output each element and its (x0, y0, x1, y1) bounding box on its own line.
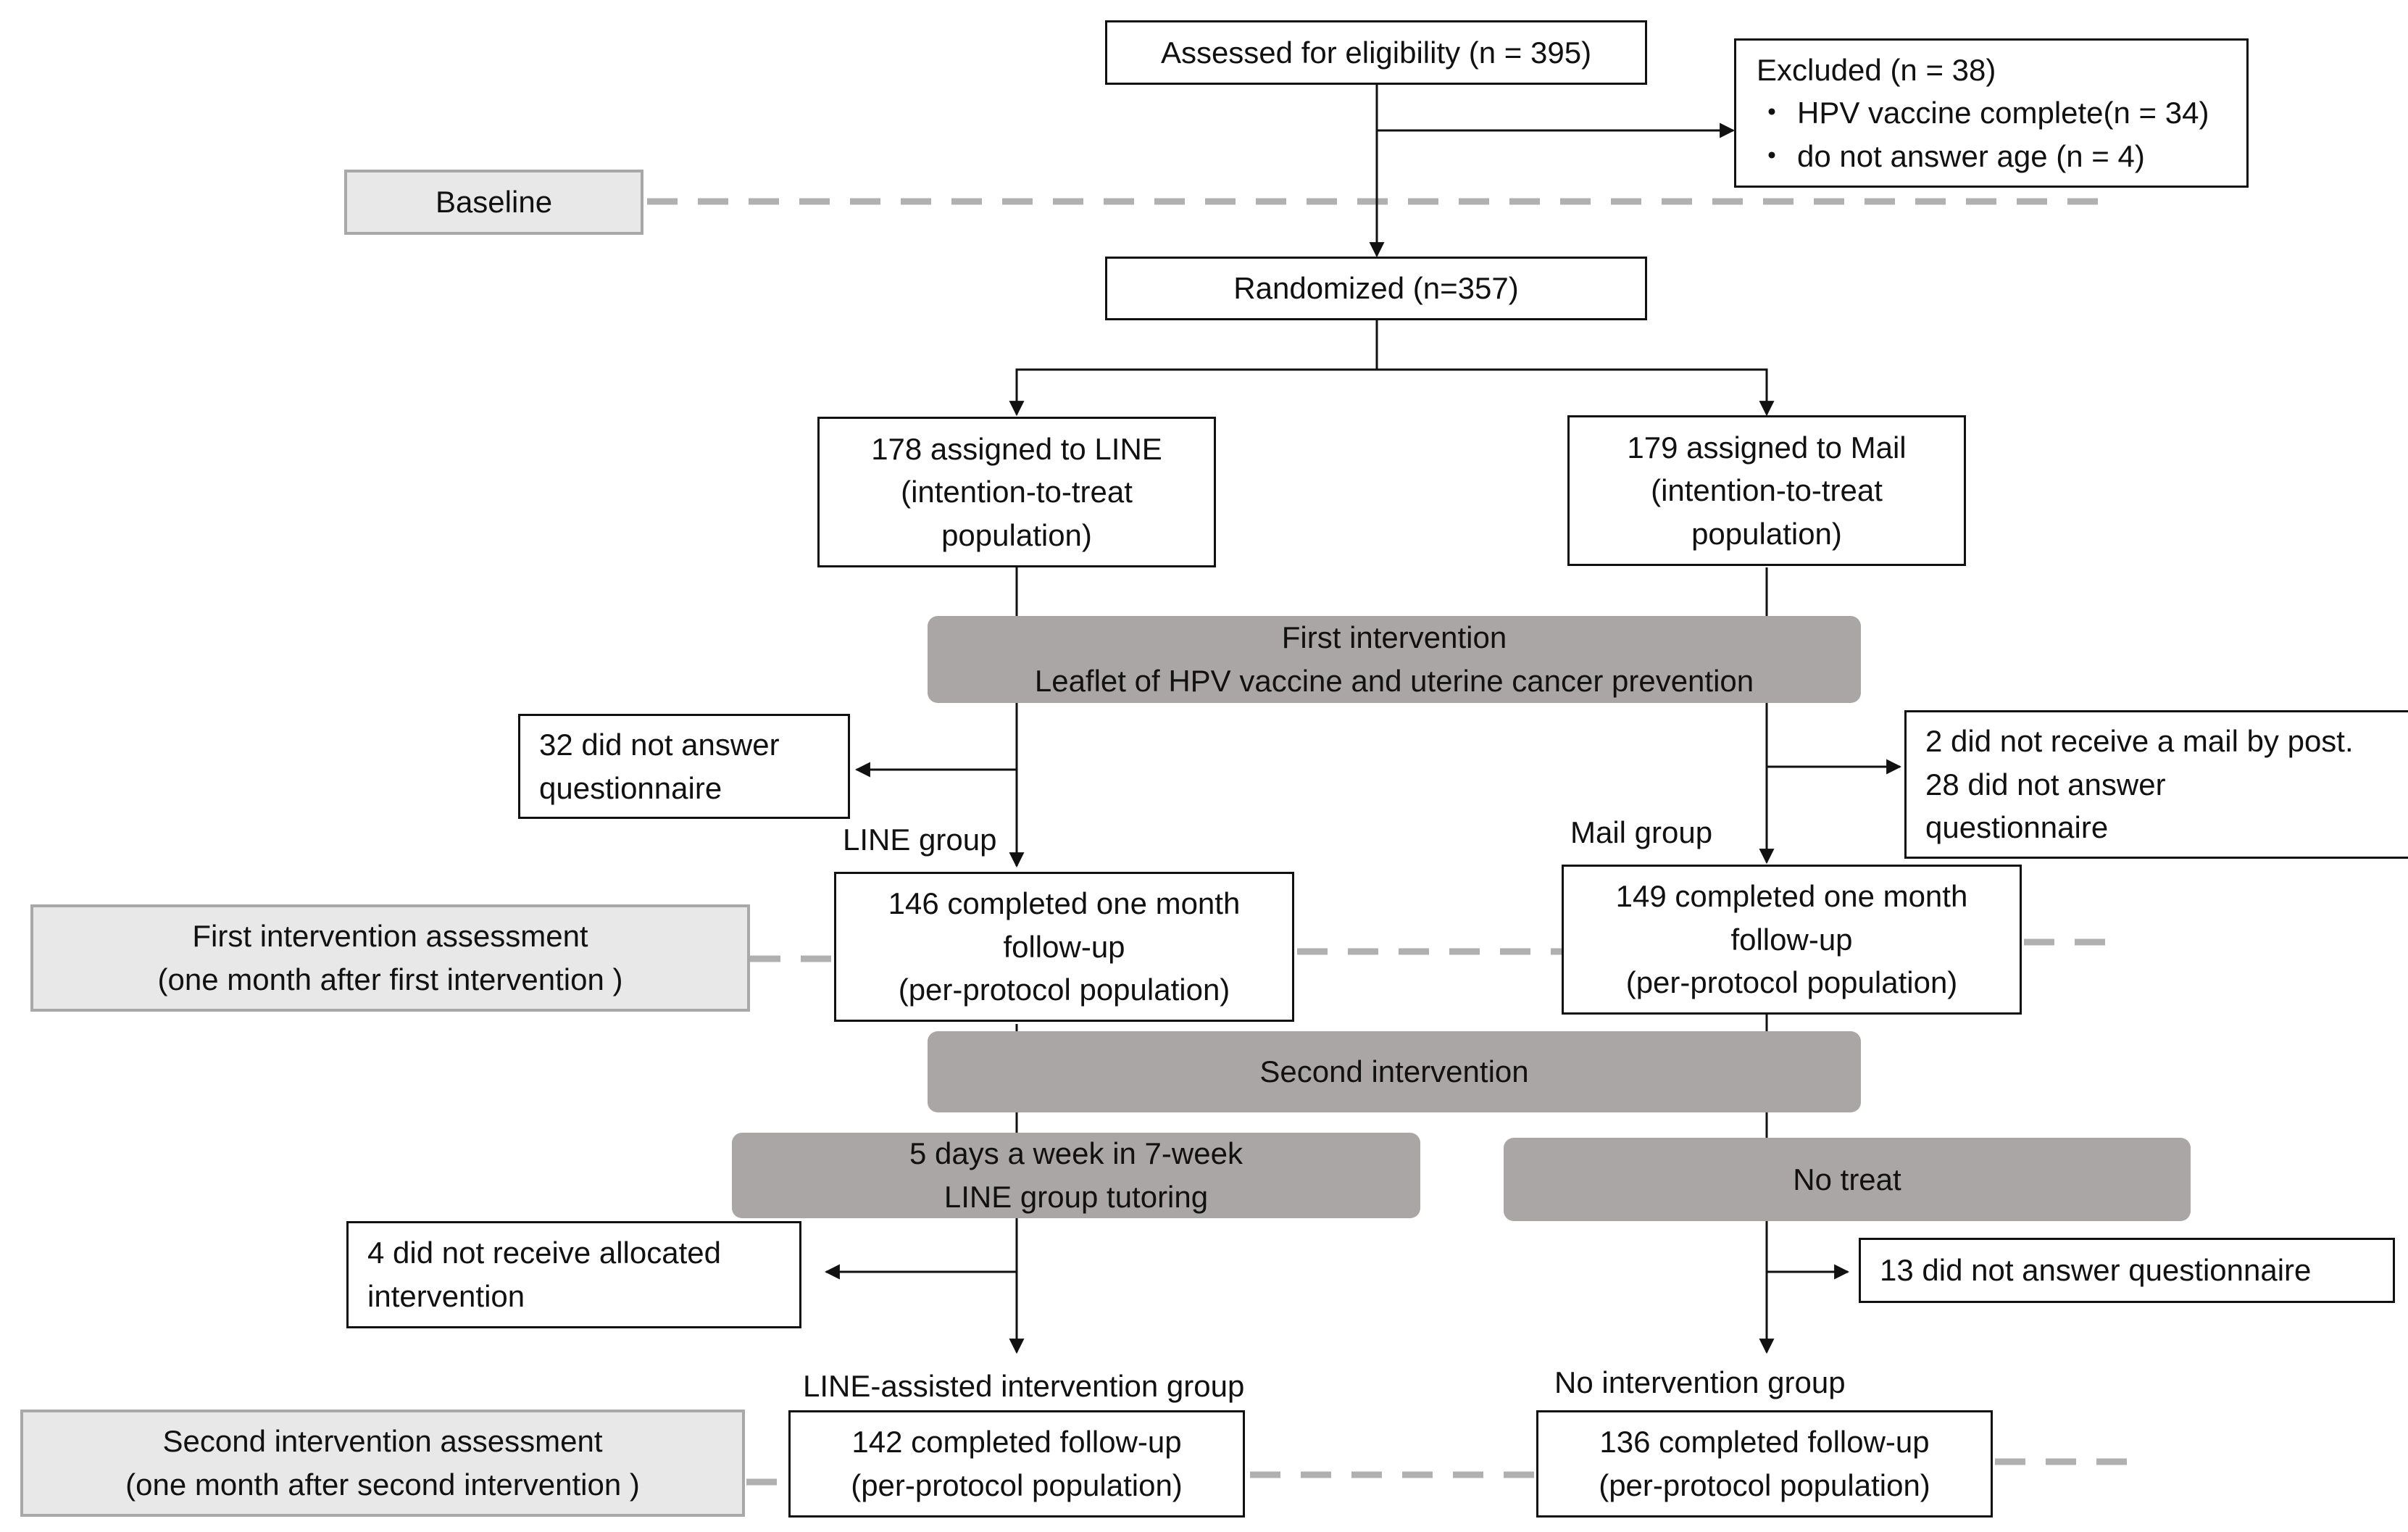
mail-assigned-box: 179 assigned to Mail (intention-to-treat… (1567, 415, 1966, 566)
excluded-item: ・ do not answer age (n = 4) (1757, 135, 2145, 178)
second-intervention-band: Second intervention (928, 1031, 1861, 1112)
line-dropout-2-line: 4 did not receive allocated (367, 1236, 721, 1270)
mail-completed-2-box: 136 completed follow-up (per-protocol po… (1536, 1410, 1993, 1518)
line-completed-2-line: (per-protocol population) (851, 1468, 1183, 1502)
no-treat-band: No treat (1504, 1138, 2191, 1221)
excluded-item-text: HPV vaccine complete(n = 34) (1797, 96, 2209, 130)
connector-randomized-split (1009, 320, 1378, 417)
phase-second-assessment-note: (one month after second intervention ) (125, 1468, 640, 1502)
randomized-label: Randomized (n=357) (1233, 271, 1519, 306)
excluded-item: ・ HPV vaccine complete(n = 34) (1757, 91, 2209, 135)
excluded-title: Excluded (n = 38) (1757, 52, 1996, 87)
mail-dropout-1-line: 28 did not answer (1925, 767, 2166, 802)
phase-baseline-label: Baseline (435, 185, 553, 220)
no-intervention-group-label: No intervention group (1554, 1365, 1846, 1399)
line-tutoring-band: 5 days a week in 7-week LINE group tutor… (732, 1133, 1420, 1218)
mail-dropout-2-label: 13 did not answer questionnaire (1880, 1253, 2312, 1288)
line-completed-1-line: (per-protocol population) (898, 973, 1230, 1007)
line-dropout-1-line: 32 did not answer (539, 727, 780, 762)
line-tutoring-line: 5 days a week in 7-week (909, 1136, 1243, 1171)
no-treat-label: No treat (1793, 1162, 1901, 1196)
phase-first-assessment: First intervention assessment (one month… (30, 904, 750, 1012)
mail-completed-1-box: 149 completed one month follow-up (per-p… (1562, 865, 2022, 1015)
first-intervention-band: First intervention Leaflet of HPV vaccin… (928, 616, 1861, 703)
line-dropout-2-box: 4 did not receive allocated intervention (346, 1221, 801, 1328)
line-assigned-line: 178 assigned to LINE (871, 431, 1162, 466)
line-assigned-line: (intention-to-treat (901, 475, 1133, 509)
first-intervention-title: First intervention (1281, 620, 1507, 655)
line-completed-1-line: follow-up (1003, 929, 1125, 964)
line-assisted-group-label: LINE-assisted intervention group (803, 1369, 1245, 1403)
mail-completed-1-line: follow-up (1730, 922, 1853, 957)
line-dropout-2-line: intervention (367, 1279, 525, 1313)
second-intervention-title: Second intervention (1259, 1054, 1529, 1089)
excluded-box: Excluded (n = 38) ・ HPV vaccine complete(… (1734, 38, 2249, 188)
phase-second-assessment: Second intervention assessment (one mont… (20, 1410, 745, 1517)
mail-dropout-2-box: 13 did not answer questionnaire (1859, 1238, 2395, 1303)
phase-second-assessment-title: Second intervention assessment (162, 1424, 603, 1459)
first-intervention-detail: Leaflet of HPV vaccine and uterine cance… (1034, 664, 1754, 698)
mail-completed-2-line: (per-protocol population) (1599, 1468, 1930, 1502)
mail-assigned-line: population) (1691, 516, 1842, 551)
mail-group-label: Mail group (1570, 815, 1713, 849)
line-completed-2-box: 142 completed follow-up (per-protocol po… (788, 1410, 1245, 1518)
line-assigned-line: population) (941, 517, 1092, 552)
mail-completed-1-line: 149 completed one month (1615, 879, 1968, 914)
randomized-box: Randomized (n=357) (1105, 257, 1647, 320)
mail-assigned-line: (intention-to-treat (1651, 473, 1883, 508)
line-tutoring-line: LINE group tutoring (943, 1180, 1209, 1214)
line-completed-2-line: 142 completed follow-up (851, 1425, 1182, 1460)
line-dropout-1-line: questionnaire (539, 770, 722, 805)
line-dropout-1-box: 32 did not answer questionnaire (518, 714, 850, 819)
phase-first-assessment-title: First intervention assessment (192, 919, 588, 954)
bullet-icon: ・ (1757, 96, 1788, 130)
mail-completed-1-line: (per-protocol population) (1625, 965, 1958, 1000)
phase-first-assessment-note: (one month after first intervention ) (157, 962, 623, 996)
assessed-label: Assessed for eligibility (n = 395) (1160, 35, 1592, 70)
line-assigned-box: 178 assigned to LINE (intention-to-treat… (817, 417, 1216, 567)
phase-baseline: Baseline (344, 170, 643, 235)
bullet-icon: ・ (1757, 138, 1788, 173)
assessed-box: Assessed for eligibility (n = 395) (1105, 20, 1647, 85)
mail-dropout-1-line: questionnaire (1925, 810, 2109, 845)
excluded-item-text: do not answer age (n = 4) (1797, 138, 2145, 173)
mail-completed-2-line: 136 completed follow-up (1599, 1425, 1930, 1460)
line-group-label: LINE group (843, 823, 997, 857)
mail-dropout-1-line: 2 did not receive a mail by post. (1925, 724, 2354, 759)
line-completed-1-box: 146 completed one month follow-up (per-p… (834, 872, 1294, 1022)
line-completed-1-line: 146 completed one month (888, 886, 1241, 921)
mail-assigned-line: 179 assigned to Mail (1627, 430, 1907, 465)
connector-randomized-split-right (1377, 368, 1775, 417)
mail-dropout-1-box: 2 did not receive a mail by post. 28 did… (1904, 710, 2408, 859)
